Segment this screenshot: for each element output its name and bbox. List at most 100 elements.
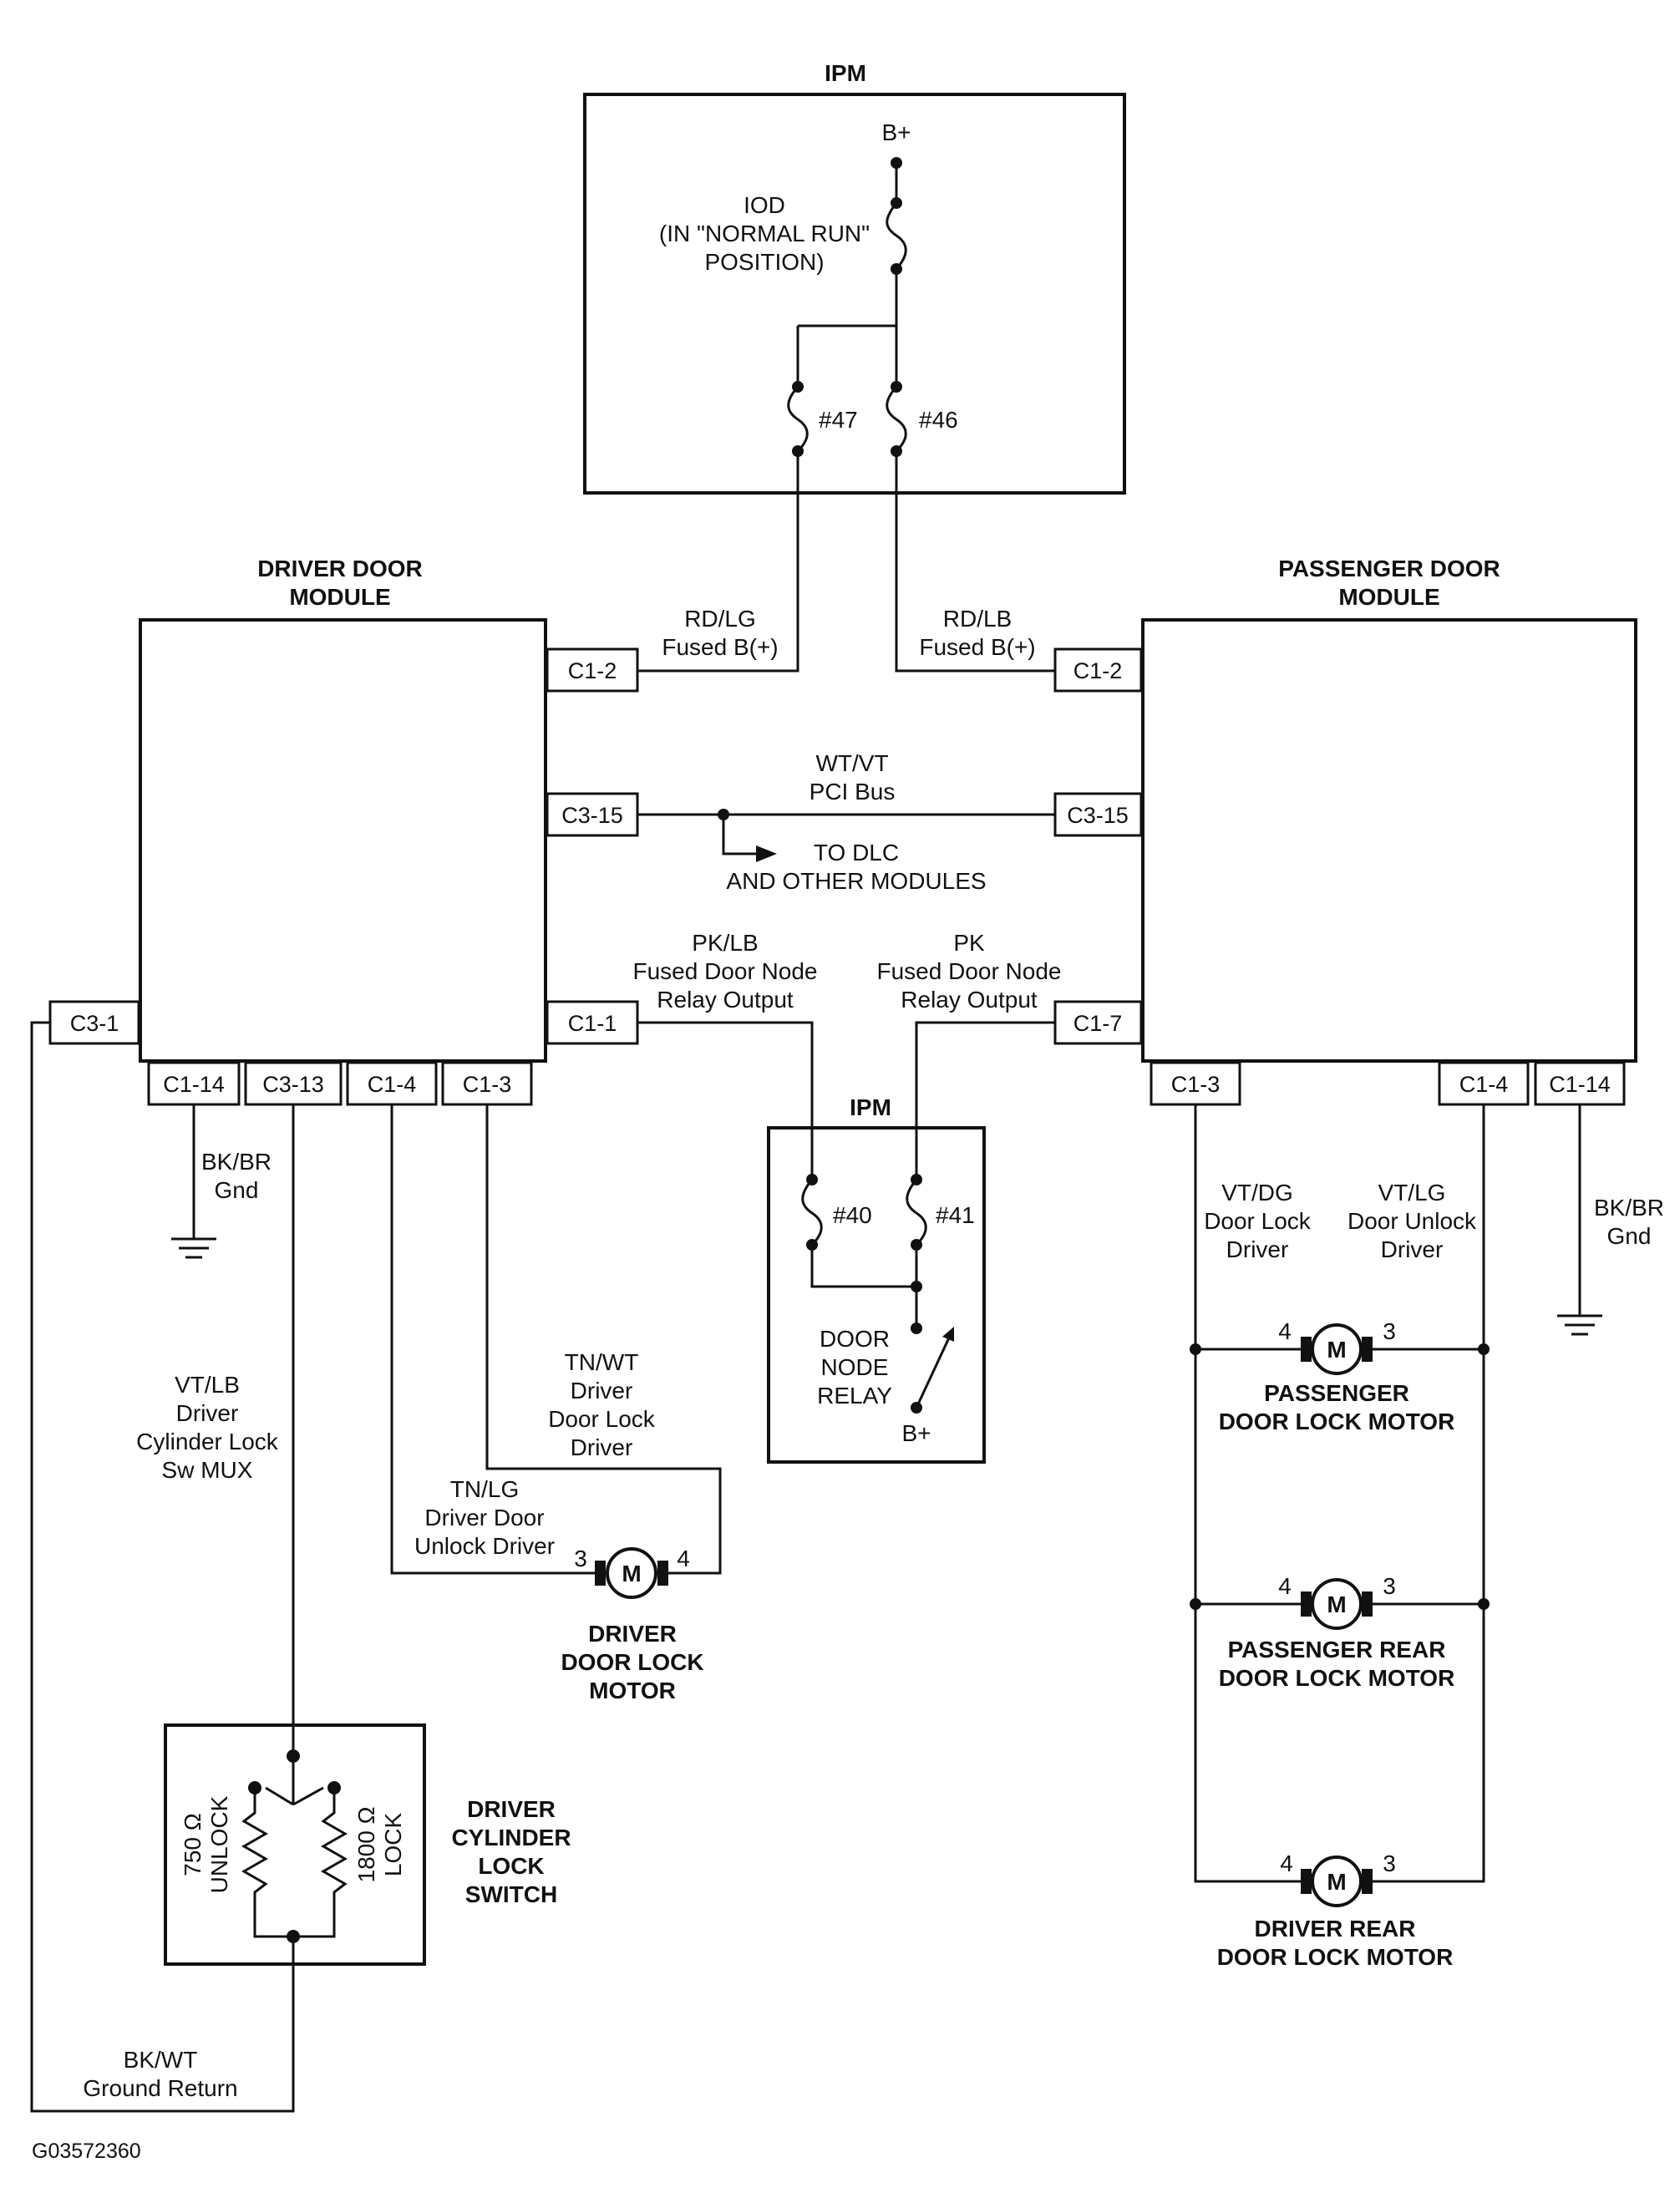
- wire-rd-lg-2: Fused B(+): [662, 634, 778, 660]
- passenger-door-module: PASSENGER DOOR MODULE C1-2 C3-15 C1-7 C1…: [1053, 556, 1637, 1106]
- driver-conn-c1-2: [546, 647, 639, 693]
- fused-b-wires: RD/LG Fused B(+) RD/LB Fused B(+): [637, 451, 1055, 673]
- wire-vt-lg-2: Door Unlock: [1348, 1208, 1477, 1234]
- driver-module-title-1: DRIVER DOOR: [257, 556, 423, 581]
- wire-vt-lb-1: VT/LB: [175, 1372, 240, 1398]
- wire-pk-2: Fused Door Node: [876, 958, 1061, 984]
- unlock-resistance: 750 Ω: [180, 1813, 206, 1876]
- passenger-module-title-2: MODULE: [1338, 584, 1439, 610]
- driver-rear-motor-pin-3: 3: [1383, 1850, 1396, 1876]
- driver-door-module: DRIVER DOOR MODULE C1-2 C3-15 C1-1 C3-1 …: [48, 556, 639, 1106]
- wire-vt-lb-4: Sw MUX: [162, 1457, 253, 1483]
- passenger-door-lock-motor: M 4 3 PASSENGER DOOR LOCK MOTOR: [1219, 1318, 1455, 1434]
- passenger-rear-door-lock-motor: M 4 3 PASSENGER REAR DOOR LOCK MOTOR: [1219, 1573, 1455, 1691]
- wire-pk-3: Relay Output: [901, 987, 1038, 1013]
- cylinder-switch-label-1: DRIVER: [467, 1796, 556, 1822]
- passenger-motor-label-2: DOOR LOCK MOTOR: [1219, 1409, 1455, 1434]
- wire-tn-wt-4: Driver: [571, 1434, 633, 1460]
- driver-motor-pin-4: 4: [677, 1546, 690, 1571]
- fuse-46-label: #46: [919, 407, 958, 433]
- cylinder-switch-label-2: CYLINDER: [451, 1825, 571, 1850]
- driver-motor-pin-3: 3: [574, 1546, 587, 1571]
- wire-tn-lg-1: TN/LG: [450, 1476, 519, 1502]
- passenger-rear-motor-label-2: DOOR LOCK MOTOR: [1219, 1665, 1455, 1691]
- wire-bk-wt-2: Ground Return: [83, 2075, 237, 2101]
- unlock-label: UNLOCK: [206, 1795, 232, 1893]
- ipm-mid-box: [767, 1126, 986, 1464]
- figure-id: G03572360: [32, 2140, 141, 2163]
- iod-label-3: POSITION): [704, 249, 824, 275]
- driver-conn-c1-3: [441, 1061, 533, 1106]
- driver-conn-c3-13-label: C3-13: [262, 1072, 324, 1097]
- wire-vt-dg-1: VT/DG: [1221, 1180, 1293, 1206]
- pass-conn-c1-2: [1053, 647, 1143, 693]
- wire-vt-lg-3: Driver: [1381, 1236, 1444, 1262]
- wire-rd-lg-1: RD/LG: [684, 606, 756, 632]
- driver-rear-motor-pin-4: 4: [1280, 1850, 1293, 1876]
- fuse-47-label: #47: [819, 407, 858, 433]
- passenger-motor-label-1: PASSENGER: [1264, 1380, 1409, 1406]
- passenger-motor-pin-4: 4: [1278, 1318, 1292, 1344]
- driver-rear-motor-label-1: DRIVER REAR: [1255, 1916, 1416, 1942]
- to-dlc-2: AND OTHER MODULES: [726, 868, 986, 894]
- driver-module-box: [139, 618, 547, 1063]
- relay-bplus: B+: [901, 1420, 931, 1446]
- passenger-bottom-wiring: BK/BR Gnd VT/DG Door Lock Driver VT/LG D…: [1190, 1104, 1664, 1970]
- driver-conn-c1-4: [346, 1061, 438, 1106]
- pci-bus: WT/VT PCI Bus TO DLC AND OTHER MODULES: [637, 750, 1055, 894]
- driver-conn-c1-14-label: C1-14: [163, 1072, 225, 1097]
- relay-label-1: DOOR: [820, 1326, 890, 1352]
- driver-conn-c1-4-label: C1-4: [368, 1072, 417, 1097]
- ipm-top-box: [583, 93, 1126, 495]
- relay-output: PK/LB Fused Door Node Relay Output PK Fu…: [632, 930, 1062, 1464]
- relay-label-3: RELAY: [817, 1383, 892, 1409]
- iod-label-2: (IN "NORMAL RUN": [659, 221, 870, 246]
- driver-conn-c1-3-label: C1-3: [463, 1072, 512, 1097]
- wire-tn-wt-1: TN/WT: [565, 1349, 639, 1375]
- driver-rear-door-lock-motor: M 4 3 DRIVER REAR DOOR LOCK MOTOR: [1217, 1850, 1454, 1970]
- driver-conn-c3-15-label: C3-15: [561, 803, 623, 828]
- wire-pk-lb-1: PK/LB: [692, 930, 758, 956]
- wire-tn-wt-2: Driver: [571, 1378, 633, 1404]
- passenger-motor-m: M: [1327, 1337, 1346, 1363]
- wire-tn-wt-3: Door Lock: [548, 1406, 656, 1432]
- driver-motor-label-2: DOOR LOCK: [561, 1649, 703, 1675]
- pass-conn-c1-7: [1053, 1000, 1143, 1045]
- driver-conn-c1-1-label: C1-1: [568, 1011, 617, 1036]
- cylinder-switch-label-4: SWITCH: [465, 1881, 557, 1907]
- wire-vt-dg-2: Door Lock: [1204, 1208, 1312, 1234]
- driver-conn-c1-2-label: C1-2: [568, 658, 617, 683]
- driver-motor-label-1: DRIVER: [588, 1621, 677, 1647]
- ipm-top-title: IPM: [825, 60, 866, 86]
- passenger-rear-motor-pin-4: 4: [1278, 1573, 1292, 1599]
- fuse-41-label: #41: [936, 1202, 975, 1228]
- wire-pk-1: PK: [953, 930, 985, 956]
- passenger-motor-pin-3: 3: [1383, 1318, 1396, 1344]
- ipm-top-bplus: B+: [881, 119, 911, 145]
- passenger-rear-motor-m: M: [1327, 1591, 1346, 1617]
- ipm-mid-title: IPM: [850, 1094, 891, 1120]
- wire-vt-lg-1: VT/LG: [1378, 1180, 1446, 1206]
- to-dlc-1: TO DLC: [814, 840, 899, 866]
- passenger-module-box: [1141, 618, 1637, 1063]
- driver-motor-label-3: MOTOR: [589, 1678, 676, 1703]
- cylinder-switch-box: [164, 1723, 426, 1966]
- wire-vt-lb-3: Cylinder Lock: [136, 1429, 279, 1454]
- pass-conn-c1-4: [1438, 1061, 1530, 1106]
- wire-pk-lb-3: Relay Output: [657, 987, 794, 1013]
- wire-tn-lg-2: Driver Door: [424, 1505, 544, 1531]
- pass-conn-c3-15-label: C3-15: [1067, 803, 1129, 828]
- driver-motor-m: M: [622, 1561, 641, 1586]
- wire-tn-lg-3: Unlock Driver: [414, 1533, 555, 1559]
- driver-door-lock-motor: M 3 4 DRIVER DOOR LOCK MOTOR: [561, 1546, 703, 1703]
- wire-vt-lb-2: Driver: [176, 1400, 239, 1426]
- passenger-module-title-1: PASSENGER DOOR: [1278, 556, 1500, 581]
- pass-conn-c1-14-label: C1-14: [1549, 1072, 1611, 1097]
- wire-pci-1: WT/VT: [815, 750, 888, 776]
- wire-bk-br-left-2: Gnd: [215, 1177, 259, 1203]
- driver-cylinder-lock-switch: 750 Ω UNLOCK 1800 Ω LOCK DRIVER CYLINDER…: [164, 1723, 571, 1966]
- driver-conn-c3-13: [244, 1061, 343, 1106]
- driver-rear-motor-m: M: [1327, 1869, 1346, 1895]
- pass-conn-c1-2-label: C1-2: [1073, 658, 1123, 683]
